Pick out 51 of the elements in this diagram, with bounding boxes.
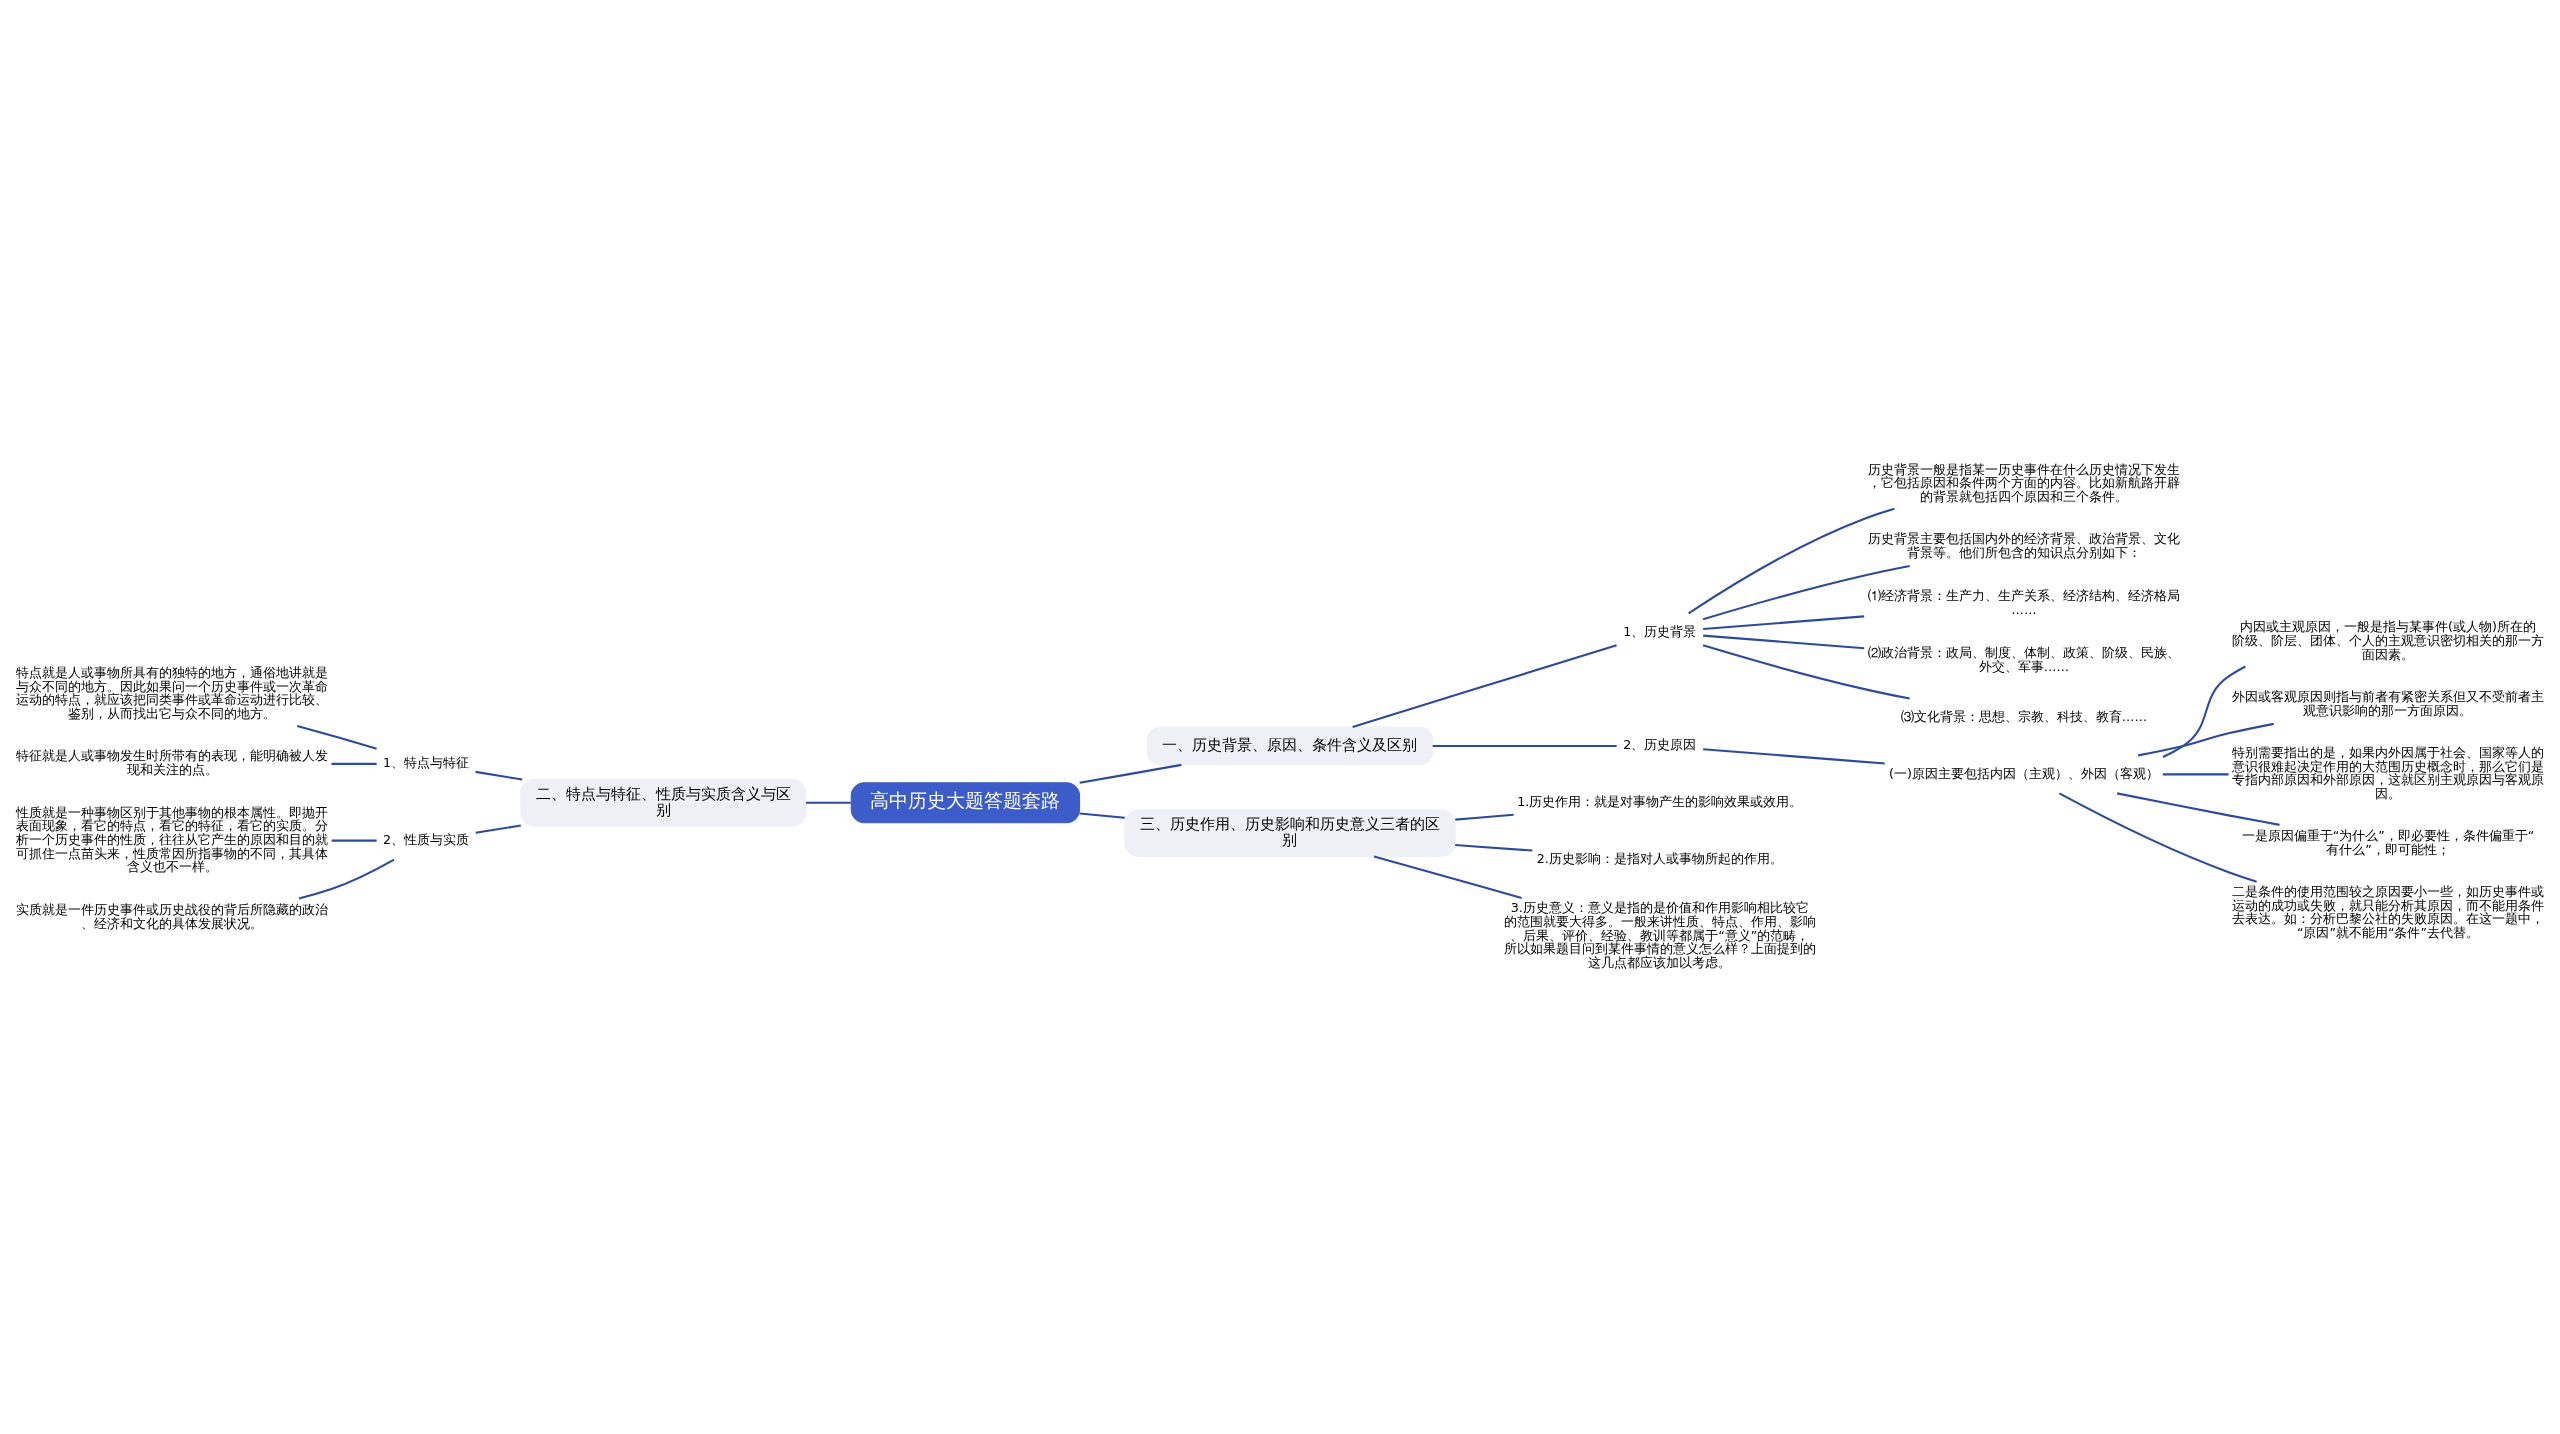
node-text: 一是原因偏重于“为什么”，即必要性，条件偏重于“有什么”，即可能性； [2241,828,2535,857]
connector [1432,744,1617,747]
node-text: 特点就是人或事物所具有的独特的地方，通俗地讲就是与众不同的地方。因此如果问一个历史事件或一次革命运动的特点，就应该把同类事件或革命运动进行比较、鉴别，从而找出它与众不同的地方。 [16,665,329,722]
node-text: 1、特点与特征 [383,755,470,771]
node-text: 3.历史意义：意义是指的是价值和作用影响相比较它的范围就要大得多。一般来讲性质、特点、作用、影响、后果、评价、经验、教训等都属于“意义”的范畴，所以如果题目问到某件事情的意义怎么样？上面提到的这几点都应该加以考虑。 [1503,900,1816,970]
node-text: (一)原因主要包括内因（主观）、外因（客观） [1888,765,2159,781]
connector [1702,644,1910,700]
connector [1455,813,1514,821]
node-text: ⑴经济背景：生产力、生产关系、经济结构、经济格局…… [1867,588,2180,617]
connector [2137,722,2274,757]
connector [475,770,523,781]
connector [2162,773,2229,776]
connector [1079,812,1125,819]
node-text: 特征就是人或事物发生时所带有的表现，能明确被人发现和关注的点。 [16,748,329,777]
connector [1703,748,1885,765]
connector [331,762,377,765]
node-text: 2.历史影响：是指对人或事物所起的作用。 [1536,850,1783,866]
node-text: 1.历史作用：就是对事物产生的影响效果或效用。 [1517,794,1803,810]
connector [1079,763,1182,784]
connector [297,725,377,750]
node-text: 外因或客观原因则指与前者有紧密关系但又不受前者主观意识影响的那一方面原因。 [2231,689,2544,718]
node-text: ⑶文化背景：思想、宗教、科技、教育…… [1900,708,2148,724]
node-box: 二、特点与特征、性质与实质含义与区别 [520,779,807,827]
node-text: 历史背景一般是指某一历史事件在什么历史情况下发生，它包括原因和条件两个方面的内容。比如新航路开辟的背景就包括四个原因和三个条件。 [1867,461,2180,504]
node-text: 性质就是一种事物区别于其他事物的根本属性。即抛开表面现象，看它的特点，看它的特征，看它的实质。分析一个历史事件的性质，往往从它产生的原因和目的就可抓住一点苗头来，性质常因所指事物的不同，其具体含义也不一样。 [16,804,329,875]
connector [2116,792,2280,826]
connector [806,801,851,804]
connector [2058,792,2257,883]
node-text: 历史背景主要包括国内外的经济背景、政治背景、文化背景等。他们所包含的知识点分别如下： [1867,531,2180,561]
connector [1703,615,1865,631]
connector [1373,855,1522,899]
connector [1455,843,1533,852]
node-text: 2、性质与实质 [383,831,470,847]
connector [1702,565,1910,621]
connector [475,824,521,834]
node-text: 2、历史原因 [1623,737,1697,753]
node-text: 二是条件的使用范围较之原因要小一些，如历史事件或运动的成功或失败，就只能分析其原因，而不能用条件去表达。如：分析巴黎公社的失败原因。在这一题中，“原因”就不能用“条件”去代替。 [2231,883,2544,941]
node-box: 一、历史背景、原因、条件含义及区别 [1146,726,1434,766]
connector [1352,644,1617,728]
node-text: 1、历史背景 [1623,623,1697,639]
connector [1688,507,1895,615]
node-text: 内因或主观原因，一般是指与某事件(或人物)所在的阶级、阶层、团体、个人的主观意识密切相关的那一方面因素。 [2231,619,2544,662]
node-box: 三、历史作用、历史影响和历史意义三者的区别 [1124,809,1456,857]
connector [298,858,395,900]
node-text: 特别需要指出的是，如果内外因属于社会、国家等人的意识很难起决定作用的大范围历史概念时，那么它们是专指内部原因和外部原因，这就区别主观原因与客观原因。 [2231,745,2544,802]
connector [2162,665,2246,758]
connector [1703,634,1865,650]
node-text: ⑵政治背景：政局、制度、体制、政策、阶级、民族、外交、军事…… [1867,645,2180,674]
node-text: 实质就是一件历史事件或历史战役的背后所隐藏的政治、经济和文化的具体发展状况。 [16,901,329,931]
connector [331,839,377,842]
node-box: 高中历史大题答题套路 [850,782,1081,824]
